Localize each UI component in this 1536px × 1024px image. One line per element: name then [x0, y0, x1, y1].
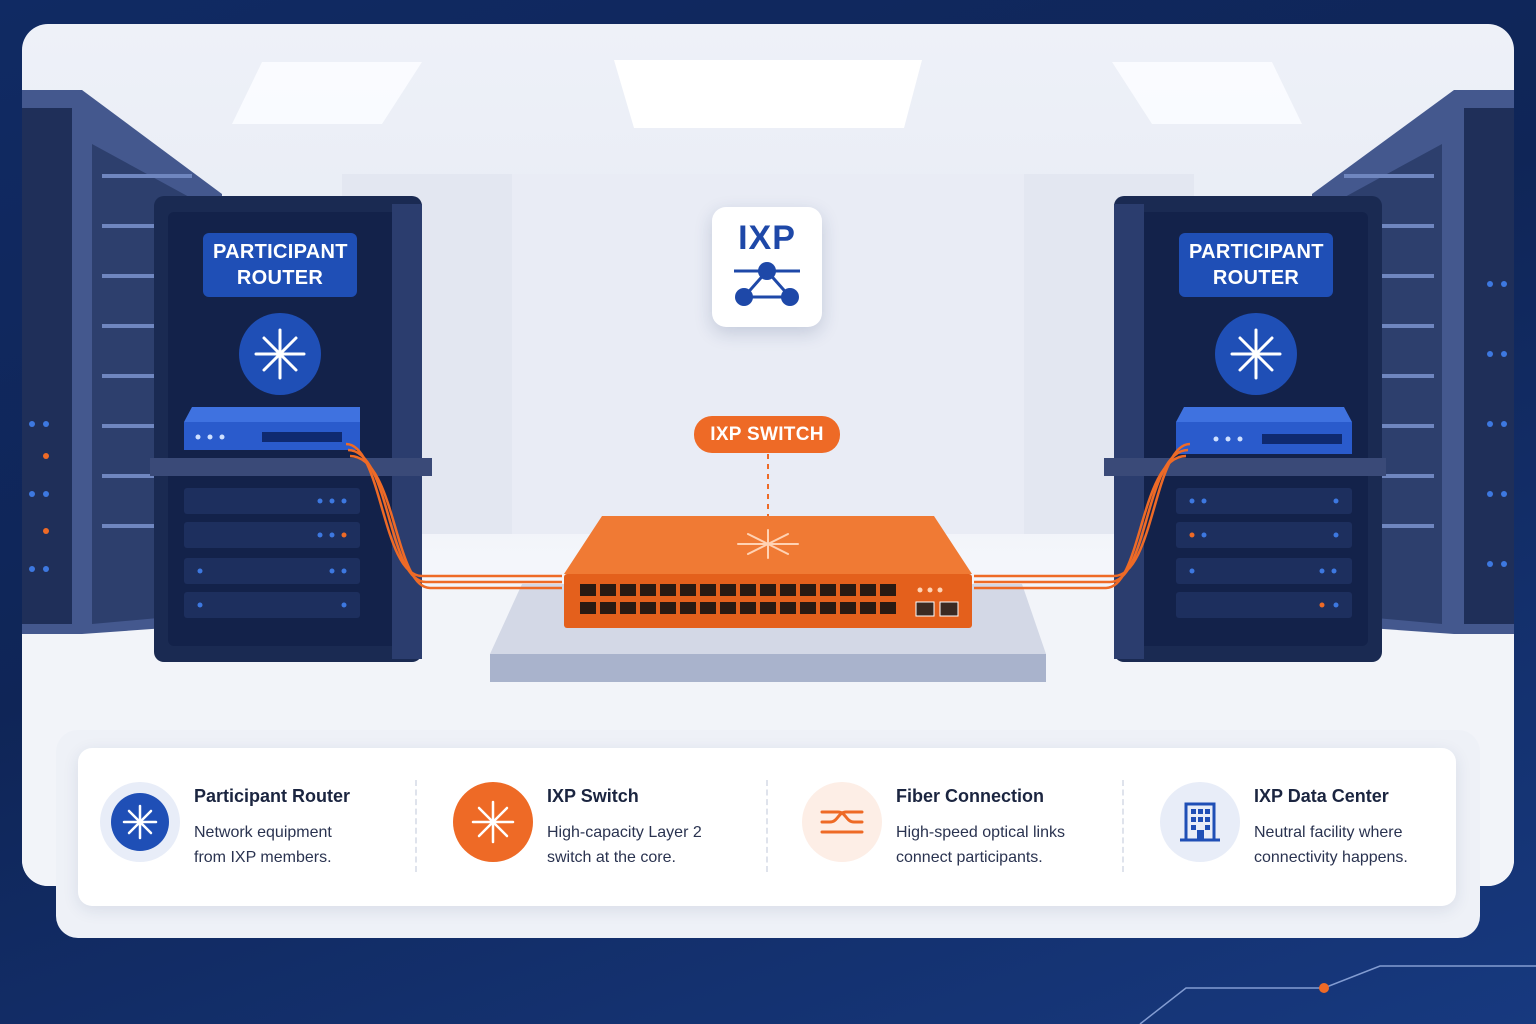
switch-port	[780, 584, 796, 596]
left-rack-label: PARTICIPANT ROUTER	[203, 233, 357, 297]
switch-port	[700, 602, 716, 614]
switch-port	[660, 602, 676, 614]
legend-title: Participant Router	[194, 786, 351, 806]
switch-port	[680, 584, 696, 596]
switch-port	[700, 584, 716, 596]
switch-port	[820, 584, 836, 596]
right-participant-rack	[1104, 196, 1386, 662]
switch-port	[580, 584, 596, 596]
switch-icon	[453, 782, 533, 862]
fiber-cables-left	[345, 442, 562, 590]
legend-item-participant-router: Participant Router Network equipment fro…	[78, 748, 418, 906]
switch-port	[740, 602, 756, 614]
legend-card: Participant Router Network equipment fro…	[78, 748, 1456, 906]
legend-title: Fiber Connection	[896, 786, 1044, 806]
right-rack-label: PARTICIPANT ROUTER	[1179, 233, 1333, 297]
left-participant-rack	[150, 196, 432, 662]
left-rack-label-line2: ROUTER	[236, 267, 324, 289]
legend-item-ixp-data-center: IXP Data Center Neutral facility where c…	[1138, 748, 1456, 906]
switch-port	[600, 602, 616, 614]
switch-port	[720, 584, 736, 596]
switch-port	[800, 584, 816, 596]
right-rack-label-line2: ROUTER	[1212, 267, 1300, 289]
legend-panel: Participant Router Network equipment fro…	[56, 730, 1480, 938]
switch-port	[840, 584, 856, 596]
switch-port	[880, 584, 896, 596]
switch-port	[820, 602, 836, 614]
legend-divider	[1122, 780, 1124, 872]
legend-desc: Network equipment from IXP members.	[194, 824, 332, 866]
fiber-cables-right	[974, 442, 1191, 590]
switch-port	[740, 584, 756, 596]
legend-desc: High-capacity Layer 2 switch at the core…	[547, 824, 702, 866]
legend-title: IXP Data Center	[1254, 786, 1389, 806]
switch-port	[860, 602, 876, 614]
right-rack-label-line1: PARTICIPANT	[1189, 241, 1324, 263]
legend-divider	[415, 780, 417, 872]
switch-port	[660, 584, 676, 596]
fiber-icon	[802, 782, 882, 862]
legend-desc: High-speed optical links connect partici…	[896, 824, 1065, 866]
switch-port	[800, 602, 816, 614]
switch-port	[860, 584, 876, 596]
legend-item-fiber-connection: Fiber Connection High-speed optical link…	[780, 748, 1120, 906]
switch-port	[640, 584, 656, 596]
ixp-switch-label: IXP SWITCH	[694, 416, 840, 453]
switch-port	[840, 602, 856, 614]
switch-port	[720, 602, 736, 614]
legend-title: IXP Switch	[547, 786, 639, 806]
ixp-switch-device	[564, 516, 972, 628]
legend-divider	[766, 780, 768, 872]
switch-port	[620, 584, 636, 596]
left-rack-label-line1: PARTICIPANT	[213, 241, 348, 263]
switch-port	[580, 602, 596, 614]
switch-port	[880, 602, 896, 614]
switch-port	[780, 602, 796, 614]
switch-port	[760, 602, 776, 614]
switch-port	[760, 584, 776, 596]
legend-item-ixp-switch: IXP Switch High-capacity Layer 2 switch …	[431, 748, 771, 906]
ixp-logo-badge: IXP	[712, 207, 822, 327]
ixp-badge-text: IXP	[738, 219, 796, 257]
switch-port	[620, 602, 636, 614]
building-icon	[1160, 782, 1240, 862]
legend-desc: Neutral facility where connectivity happ…	[1254, 824, 1408, 866]
router-icon	[100, 782, 180, 862]
network-topology-icon	[734, 262, 800, 306]
switch-port	[680, 602, 696, 614]
switch-port	[640, 602, 656, 614]
switch-port	[600, 584, 616, 596]
